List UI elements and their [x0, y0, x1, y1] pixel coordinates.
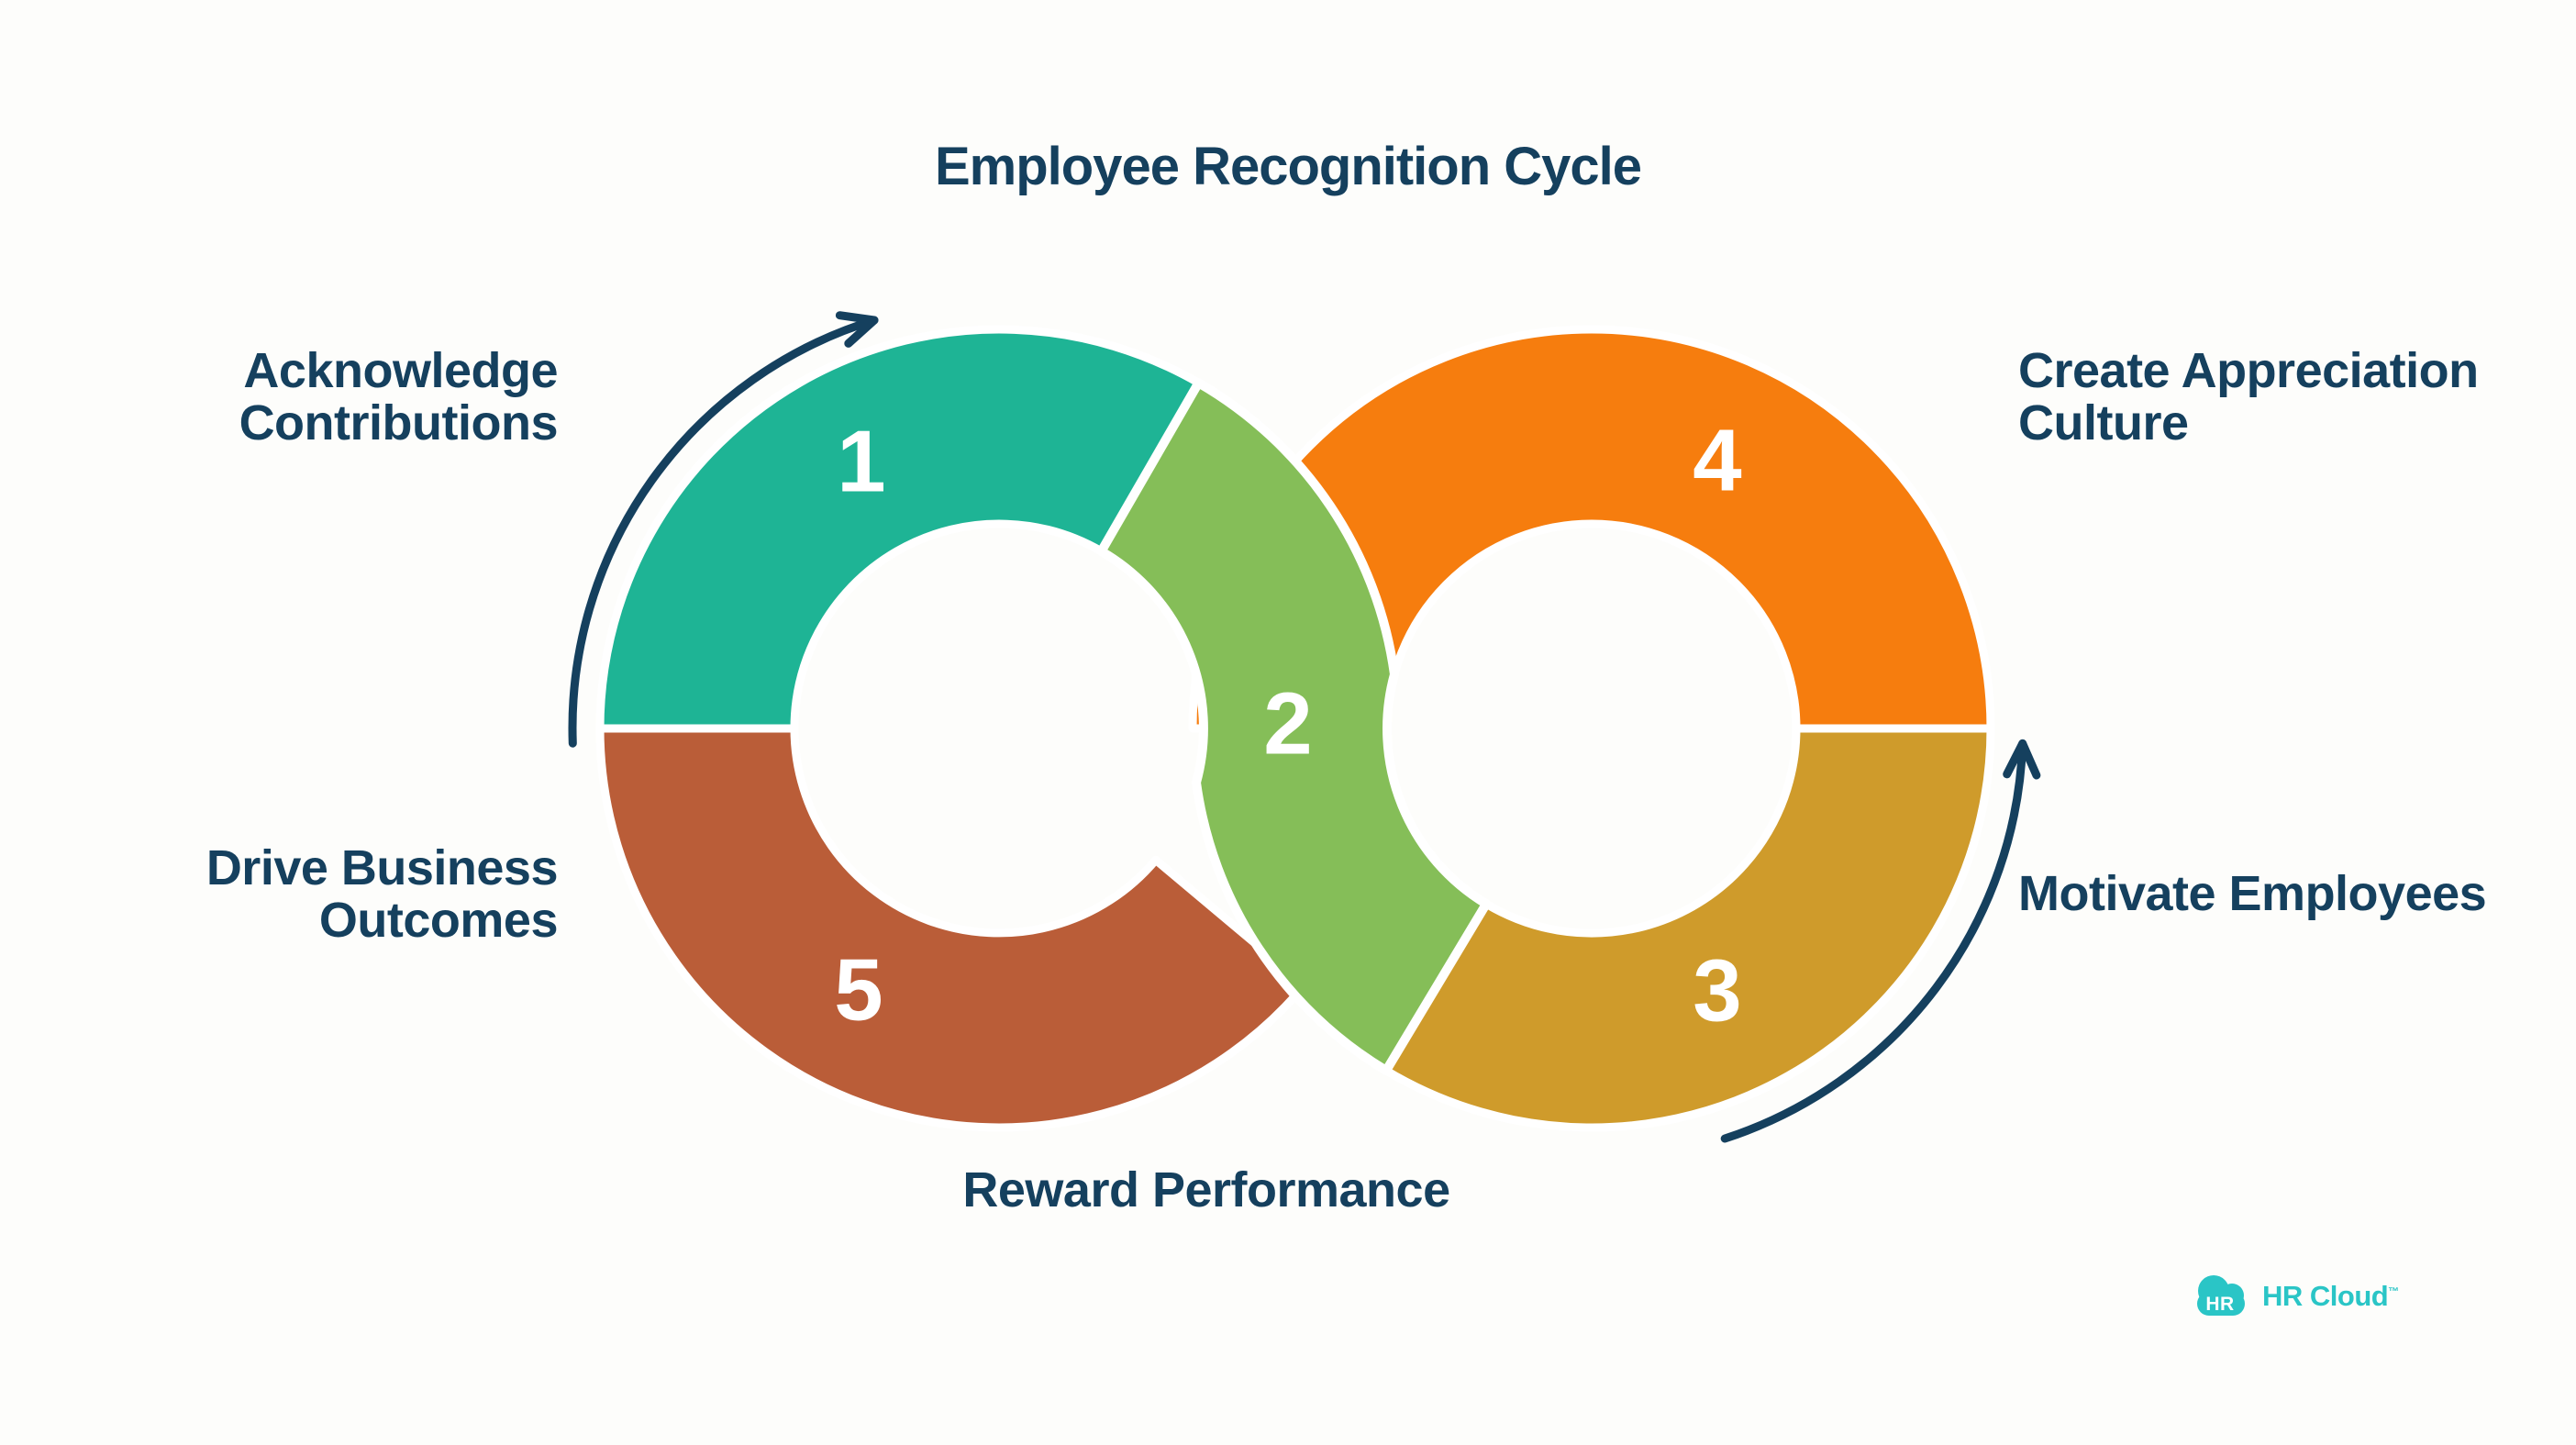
- segment-2-reward: [1096, 378, 1492, 1075]
- segment-3-motivate: [1382, 724, 1995, 1132]
- label-line: Reward Performance: [962, 1162, 1450, 1217]
- label-acknowledge-contributions: Acknowledge Contributions: [136, 343, 559, 450]
- segment-4-appreciation: [1188, 325, 1995, 733]
- cloud-icon: HR: [2197, 1275, 2245, 1316]
- flow-arrow-right: [1720, 739, 2041, 1143]
- cloud-icon-text: HR: [2205, 1294, 2234, 1315]
- label-line: Culture: [2018, 395, 2189, 450]
- brand-name: HR Cloud: [2262, 1280, 2389, 1312]
- step-number-1: 1: [837, 412, 886, 511]
- label-line: Acknowledge: [243, 343, 558, 398]
- diagram-title: Employee Recognition Cycle: [934, 137, 1642, 196]
- segment-5-drive-business: [595, 724, 1309, 1132]
- trademark-symbol: ™: [2388, 1284, 2399, 1298]
- label-line: Contributions: [239, 395, 559, 450]
- label-motivate-employees: Motivate Employees: [2018, 868, 2576, 920]
- flow-arrow-left-head: [835, 311, 879, 348]
- flow-arrow-left-curve: [568, 316, 879, 748]
- step-number-2: 2: [1263, 674, 1313, 773]
- label-line: Motivate Employees: [2018, 866, 2487, 921]
- flow-arrow-left: [568, 311, 879, 748]
- segment-1-acknowledge: [595, 325, 1203, 733]
- label-line: Drive Business: [205, 840, 559, 895]
- flow-arrow-right-head: [2003, 739, 2041, 780]
- step-number-3: 3: [1693, 941, 1742, 1040]
- step-number-5: 5: [834, 940, 883, 1039]
- label-reward-performance: Reward Performance: [885, 1164, 1527, 1217]
- label-line: Outcomes: [318, 893, 559, 948]
- label-drive-business-outcomes: Drive Business Outcomes: [136, 840, 559, 948]
- label-line: Create Appreciation: [2018, 343, 2479, 398]
- step-number-4: 4: [1693, 411, 1742, 510]
- label-create-appreciation-culture: Create Appreciation Culture: [2018, 345, 2532, 450]
- brand-wordmark: HR Cloud™: [2262, 1280, 2399, 1313]
- hrcloud-logo: HR HR Cloud™: [2191, 1272, 2399, 1321]
- flow-arrow-right-curve: [1720, 739, 2027, 1143]
